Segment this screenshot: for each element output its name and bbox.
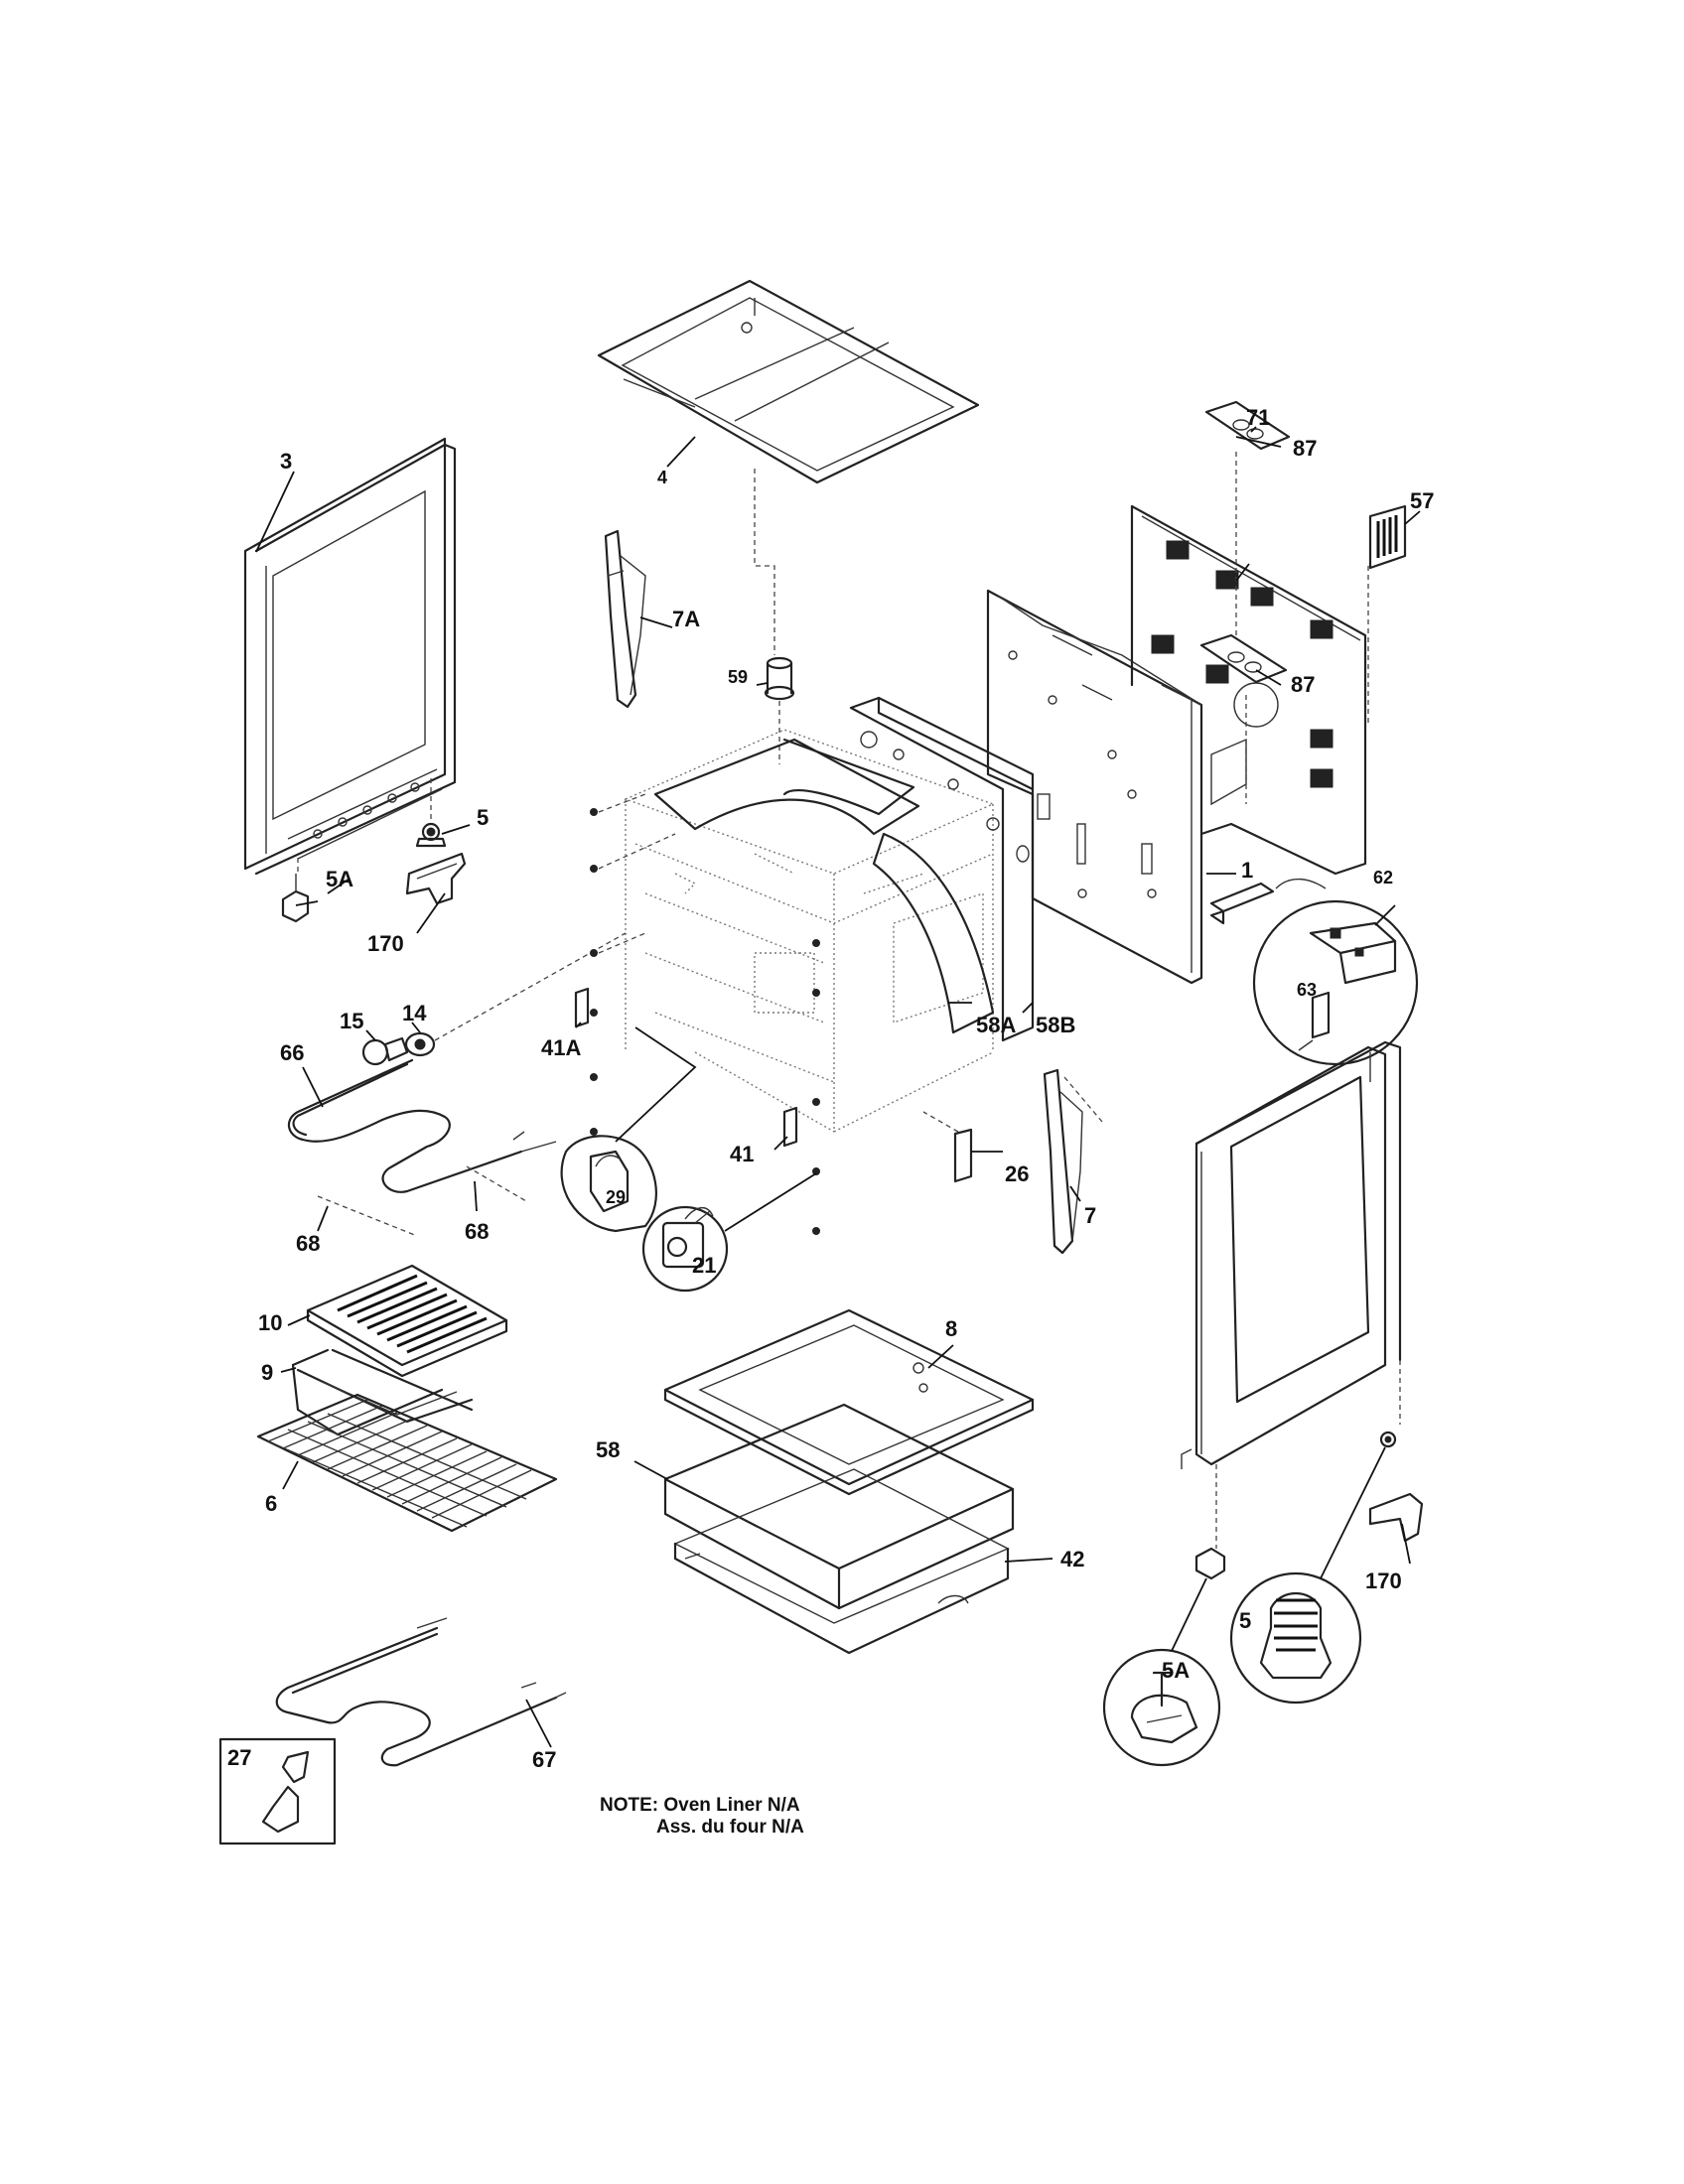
oven-bottom-8 <box>663 1308 1035 1496</box>
top-panel-part <box>597 279 980 484</box>
hinge-7-part <box>1043 1068 1083 1255</box>
callout-170-top: 170 <box>367 931 404 956</box>
callout-7: 7 <box>1084 1203 1096 1228</box>
clip-41a <box>574 987 590 1028</box>
leader-lines <box>255 426 1421 1748</box>
callout-10: 10 <box>258 1310 282 1335</box>
bake-element-66 <box>287 1058 557 1193</box>
left-oven-door-part <box>243 437 457 876</box>
zoom-callout-5 <box>1229 1571 1362 1705</box>
note-line-french: Ass. du four N/A <box>656 1817 804 1838</box>
part-87-plate-lower <box>1199 633 1288 684</box>
zoom-callout-5a <box>1102 1648 1221 1767</box>
note-line-english: NOTE: Oven Liner N/A <box>600 1795 800 1816</box>
cabinet-screws <box>590 808 820 1235</box>
callout-87-lower: 87 <box>1291 672 1315 697</box>
callout-87-upper: 87 <box>1293 436 1317 461</box>
callout-68-right: 68 <box>465 1219 489 1244</box>
bracket-170-bottom <box>1368 1492 1424 1543</box>
broiler-pan-9 <box>291 1348 474 1436</box>
leveler-5a-small <box>1194 1547 1226 1580</box>
callout-5a-bottom: 5A <box>1162 1658 1190 1683</box>
callout-59: 59 <box>728 667 748 687</box>
callout-14: 14 <box>402 1001 427 1025</box>
callout-42: 42 <box>1060 1547 1084 1571</box>
callout-66: 66 <box>280 1040 304 1065</box>
bracket-170-top <box>405 852 467 905</box>
callout-9: 9 <box>261 1360 273 1385</box>
callout-3: 3 <box>280 449 292 474</box>
broiler-grid-10 <box>306 1264 508 1378</box>
callout-15: 15 <box>340 1009 363 1033</box>
callout-5-top: 5 <box>477 805 489 830</box>
back-panel-part <box>986 589 1203 985</box>
callout-5a-top: 5A <box>326 867 353 891</box>
callout-41: 41 <box>730 1142 754 1166</box>
callout-21: 21 <box>692 1253 716 1278</box>
leveler-5a-top <box>281 874 310 923</box>
callout-27: 27 <box>227 1745 251 1770</box>
callout-4: 4 <box>657 468 667 487</box>
callout-62: 62 <box>1373 868 1393 887</box>
zoom-callout-29 <box>560 1135 657 1233</box>
insulation-58a-part <box>653 738 995 1034</box>
diagram-note: NOTE: Oven Liner N/A Ass. du four N/A <box>600 1795 804 1839</box>
callout-5-bottom: 5 <box>1239 1608 1251 1633</box>
bottom-support-42 <box>673 1468 1010 1655</box>
callout-29: 29 <box>606 1187 626 1207</box>
callout-170-bottom: 170 <box>1365 1569 1402 1593</box>
right-oven-door-part <box>1181 1040 1402 1469</box>
callout-58: 58 <box>596 1437 620 1462</box>
zoom-callout-21 <box>641 1205 729 1293</box>
callout-labels: 3 4 87 57 71 87 7A 59 5 5A 170 15 14 1 6… <box>227 405 1434 1772</box>
insulation-58-part <box>663 1403 1015 1610</box>
callout-58b: 58B <box>1036 1013 1075 1037</box>
rear-panel-71-part <box>1130 504 1367 876</box>
light-bulb-15 <box>361 1036 409 1066</box>
callout-58a: 58A <box>976 1013 1016 1037</box>
callout-1: 1 <box>1241 858 1253 883</box>
callout-41a: 41A <box>541 1035 581 1060</box>
part-57-vent <box>1368 504 1407 570</box>
callout-71: 71 <box>1246 405 1270 430</box>
clip-26 <box>953 1128 973 1183</box>
part-87-plate-upper <box>1204 400 1291 451</box>
oven-rack-6 <box>256 1393 558 1533</box>
callout-68-left: 68 <box>296 1231 320 1256</box>
leveler-5-small <box>1379 1431 1397 1448</box>
part-59-spacer <box>764 656 795 701</box>
insulation-58b-part <box>849 696 1035 1042</box>
callout-6: 6 <box>265 1491 277 1516</box>
callout-26: 26 <box>1005 1161 1029 1186</box>
zoom-callout-62-63 <box>1252 899 1419 1066</box>
callout-63: 63 <box>1297 980 1317 1000</box>
callout-67: 67 <box>532 1747 556 1772</box>
callout-7a: 7A <box>672 607 700 631</box>
leveler-5-top <box>415 822 447 848</box>
hinge-7a-part <box>604 529 646 709</box>
bake-element-67 <box>275 1617 567 1767</box>
oven-cabinet-body <box>624 729 995 1133</box>
callout-8: 8 <box>945 1316 957 1341</box>
terminal-block-62-small <box>1209 878 1327 925</box>
callout-57: 57 <box>1410 488 1434 513</box>
light-socket-14 <box>404 1031 436 1057</box>
clip-41 <box>782 1106 798 1148</box>
inset-box-27 <box>218 1737 337 1845</box>
